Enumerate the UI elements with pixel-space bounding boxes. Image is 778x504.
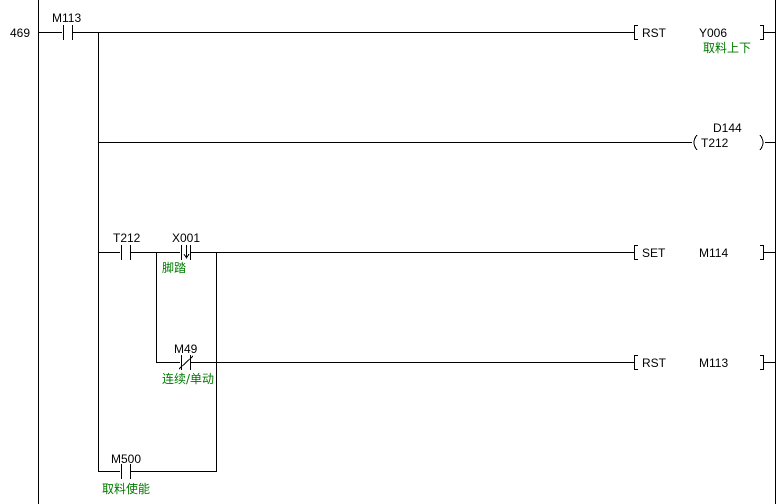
contact-m500-label: M500 [111, 452, 142, 466]
set-m114-op: SET [642, 246, 666, 260]
contact-m500-comment: 取料使能 [102, 482, 151, 496]
instruction-rst-m113[interactable] [634, 355, 776, 370]
rst-m113-operand: M113 [699, 356, 729, 370]
instruction-rst-y006[interactable] [634, 25, 776, 40]
contact-m49-label: M49 [174, 342, 198, 356]
contact-x001[interactable] [181, 245, 191, 260]
rst-y006-op: RST [642, 26, 666, 40]
rst-y006-operand: Y006 [699, 26, 728, 40]
rst-m113-op: RST [642, 356, 666, 370]
timer-operand: T212 [701, 136, 729, 150]
contact-t212[interactable] [121, 245, 131, 260]
set-m114-operand: M114 [699, 246, 729, 260]
contact-m113[interactable] [63, 25, 73, 40]
instruction-set-m114[interactable] [634, 245, 776, 260]
contact-m49-comment: 连续/单动 [162, 372, 215, 386]
contact-m113-label: M113 [52, 11, 82, 25]
contact-m49[interactable] [178, 355, 194, 370]
timer-setpoint: D144 [713, 121, 742, 135]
rst-y006-comment: 取料上下 [703, 41, 752, 55]
contact-x001-comment: 脚踏 [162, 261, 187, 275]
contact-t212-label: T212 [113, 231, 141, 245]
coil-timer-t212[interactable] [693, 134, 775, 151]
contact-x001-label: X001 [172, 231, 201, 245]
step-number: 469 [10, 26, 31, 40]
contact-m500[interactable] [121, 464, 131, 479]
